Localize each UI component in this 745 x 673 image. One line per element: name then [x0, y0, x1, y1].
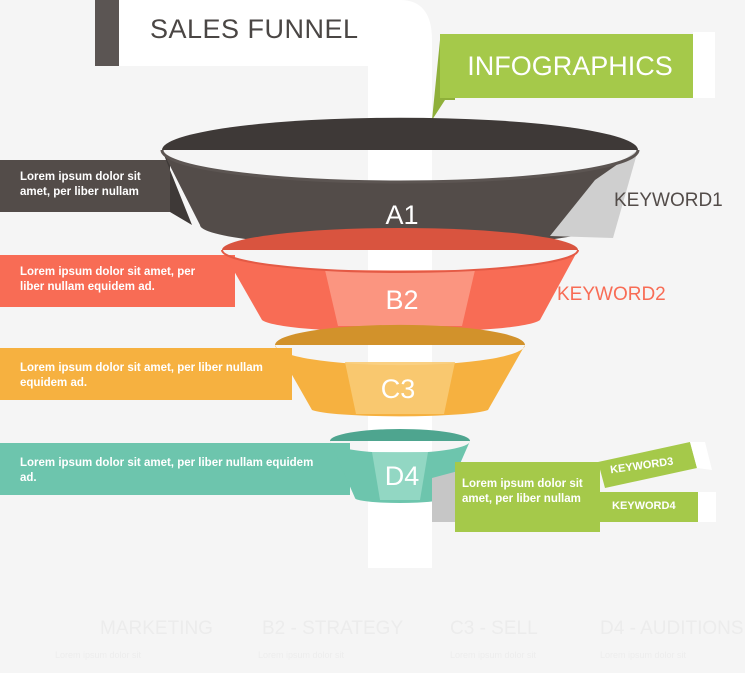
band-a1-fold: [162, 150, 192, 225]
funnel-c3-inner: [275, 324, 525, 345]
page-title: SALES FUNNEL: [150, 14, 359, 44]
keyword4-tag-edge: [698, 492, 716, 522]
funnel-a1-lip: [160, 149, 640, 184]
corner-dark-bar: [95, 0, 119, 66]
outlet-band: [455, 462, 600, 532]
outlet-fold: [432, 470, 462, 522]
stage-a1-text: Lorem ipsum dolor sit amet, per liber nu…: [20, 171, 141, 198]
footer-text-2: Lorem ipsum dolor sit: [258, 650, 345, 660]
footer-text-4: Lorem ipsum dolor sit: [600, 650, 687, 660]
funnel-a1-inner: [162, 117, 638, 150]
stage-c3-letter: C3: [380, 374, 416, 404]
footer-text-3: Lorem ipsum dolor sit: [450, 650, 537, 660]
keyword4-label: KEYWORD4: [612, 500, 676, 512]
footer-label-4: D4 - AUDITIONS: [600, 618, 744, 639]
green-banner: [440, 34, 693, 98]
funnel-b2-inner: [222, 228, 578, 250]
keyword2-label: KEYWORD2: [557, 284, 666, 305]
footer-text-1: Lorem ipsum dolor sit: [55, 650, 142, 660]
footer-label-3: C3 - SELL: [450, 618, 538, 639]
footer-label-1: MARKETING: [100, 618, 213, 639]
band-b2: [0, 255, 235, 307]
funnel-a1-shadow: [550, 150, 638, 238]
band-a1: [0, 160, 170, 212]
stage-b2-letter: B2: [385, 285, 419, 315]
keyword3-tag-shape: [598, 442, 697, 488]
keyword4-tag-shape: [598, 492, 698, 522]
stage-d4-text: Lorem ipsum dolor sit amet, per liber nu…: [20, 457, 314, 484]
footer-label-2: B2 - STRATEGY: [262, 618, 404, 639]
green-banner-edge: [693, 32, 715, 98]
keyword3-tag-edge: [690, 442, 712, 470]
funnel-c3-highlight: [345, 362, 455, 414]
stage-a1-letter: A1: [385, 200, 419, 230]
pipe-top: [119, 0, 432, 120]
funnel-d4-inner: [330, 429, 470, 441]
stage-b2-text: Lorem ipsum dolor sit amet, per liber nu…: [20, 266, 196, 293]
stage-d4-letter: D4: [384, 461, 420, 491]
keyword1-label: KEYWORD1: [614, 190, 723, 211]
outlet-text: Lorem ipsum dolor sit amet, per liber nu…: [462, 478, 583, 505]
band-d4: [0, 443, 350, 495]
funnel-d4-highlight: [372, 452, 428, 500]
infographics-tag: INFOGRAPHICS: [467, 51, 673, 81]
funnel-a1-body: [162, 150, 638, 247]
stage-c3-text: Lorem ipsum dolor sit amet, per liber nu…: [20, 362, 263, 389]
funnel-b2-highlight: [325, 270, 475, 326]
funnel-b2-lip: [221, 249, 579, 273]
band-c3: [0, 348, 292, 400]
